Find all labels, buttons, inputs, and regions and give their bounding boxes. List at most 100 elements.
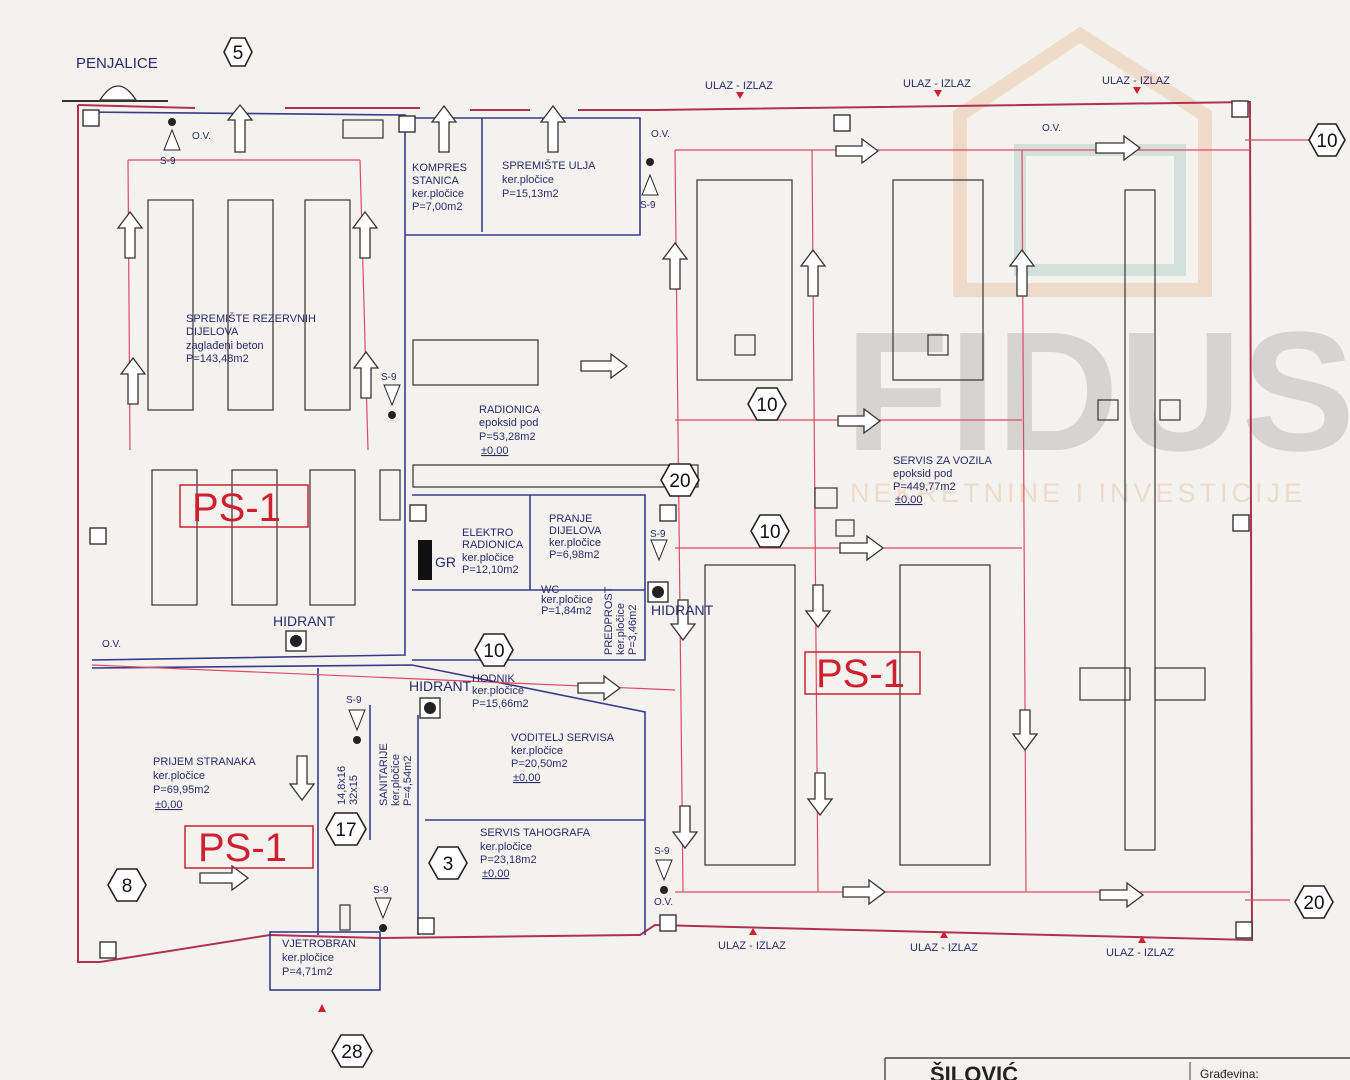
columns: [82, 100, 1253, 959]
marker-8: 8: [107, 868, 147, 902]
svg-text:3: 3: [443, 854, 454, 875]
room-floor: epoksid pod: [479, 417, 538, 429]
svg-text:5: 5: [233, 43, 244, 64]
room-area: P=15,13m2: [502, 188, 559, 200]
room-name: WC: [541, 584, 559, 596]
watermark-brand: FIDUS: [845, 297, 1350, 487]
stairs-dim: 14,8x16: [336, 766, 348, 805]
titleblock-name: ŠILOVIĆ: [930, 1062, 1018, 1080]
hidrant-label-1: HIDRANT: [273, 613, 336, 629]
room-predprost: PREDPROST ker.pločice P=3,46m2: [603, 586, 639, 655]
svg-text:20: 20: [669, 471, 690, 492]
marker-10-hall: 10: [474, 633, 514, 667]
building-walls: [77, 100, 1254, 963]
room-voditelj: VODITELJ SERVISA ker.pločice P=20,50m2 ±…: [511, 732, 615, 784]
marker-17: 17: [325, 812, 367, 846]
storage-racks: [147, 119, 699, 931]
room-spremiste-rezervnih: SPREMIŠTE REZERVNIH DIJELOVA zaglađeni b…: [186, 312, 316, 365]
gr-label: GR: [435, 554, 456, 570]
room-floor: ker.pločice: [390, 754, 402, 806]
room-prijem: PRIJEM STRANAKA ker.pločice P=69,95m2 ±0…: [153, 756, 256, 811]
entrance-label-4: ULAZ - IZLAZ: [718, 940, 786, 952]
penjalice-label: PENJALICE: [76, 55, 158, 72]
s9-label-4: S-9: [650, 529, 666, 540]
room-area: P=15,66m2: [472, 698, 529, 710]
room-name: PREDPROST: [603, 586, 615, 655]
room-name: SPREMIŠTE ULJA: [502, 159, 596, 172]
room-floor: ker.pločice: [282, 952, 334, 964]
ps1-label-2: PS-1: [816, 652, 905, 696]
entrance-label-2: ULAZ - IZLAZ: [903, 78, 971, 90]
room-name: KOMPRES: [412, 162, 467, 174]
room-area: P=1,84m2: [541, 605, 591, 617]
room-radionica: RADIONICA epoksid pod P=53,28m2 ±0,00: [479, 404, 541, 457]
room-name: SPREMIŠTE REZERVNIH: [186, 312, 316, 325]
room-floor: ker.pločice: [549, 537, 601, 549]
room-area: P=3,46m2: [627, 605, 639, 655]
room-floor: zaglađeni beton: [186, 340, 264, 352]
room-name: DIJELOVA: [186, 326, 239, 338]
stairs-dim: 32x15: [348, 775, 360, 805]
ov-label-2: O.V.: [651, 129, 670, 140]
s9-label-2: S-9: [640, 200, 656, 211]
room-floor: epoksid pod: [893, 468, 952, 480]
room-level: ±0,00: [481, 445, 508, 457]
room-level: ±0,00: [482, 868, 509, 880]
room-floor: ker.pločice: [615, 603, 627, 655]
room-name: RADIONICA: [462, 539, 524, 551]
marker-10-mid-upper: 10: [747, 387, 787, 421]
entrance-label-1: ULAZ - IZLAZ: [705, 80, 773, 92]
room-name: VJETROBRAN: [282, 938, 356, 950]
room-pranje: PRANJE DIJELOVA ker.pločice P=6,98m2: [549, 513, 602, 561]
room-wc: WC ker.pločice P=1,84m2: [541, 584, 593, 617]
room-vjetrobran: VJETROBRAN ker.pločice P=4,71m2: [269, 931, 381, 991]
room-name: HODNIK: [472, 673, 515, 685]
room-area: P=143,48m2: [186, 353, 249, 365]
svg-text:20: 20: [1303, 893, 1324, 914]
room-servis-vozila: SERVIS ZA VOZILA epoksid pod P=449,77m2 …: [893, 455, 992, 506]
room-name: PRANJE: [549, 513, 592, 525]
ov-labels: O.V. O.V. O.V. O.V. O.V.: [102, 123, 1061, 908]
s9-label-3: S-9: [381, 372, 397, 383]
room-area: P=4,71m2: [282, 966, 332, 978]
room-labels: SPREMIŠTE REZERVNIH DIJELOVA zaglađeni b…: [153, 159, 992, 991]
room-name: RADIONICA: [479, 404, 541, 416]
entrances: ULAZ - IZLAZ ULAZ - IZLAZ ULAZ - IZLAZ U…: [318, 75, 1174, 1012]
room-area: P=4,54m2: [402, 756, 414, 806]
room-level: ±0,00: [895, 494, 922, 506]
room-floor: ker.pločice: [412, 188, 464, 200]
s9-label-1: S-9: [160, 156, 176, 167]
s9-sensors: S-9 S-9 S-9 S-9 S-9 S-9 S-9: [160, 118, 673, 932]
hidrant-label-2: HIDRANT: [651, 602, 714, 618]
svg-text:10: 10: [1316, 131, 1337, 152]
entrance-label-3: ULAZ - IZLAZ: [1102, 75, 1170, 87]
ps1-label-3: PS-1: [198, 826, 287, 870]
room-level: ±0,00: [155, 799, 182, 811]
marker-20-right: 20: [1294, 885, 1334, 919]
room-name: SERVIS TAHOGRAFA: [480, 827, 591, 839]
room-area: P=449,77m2: [893, 481, 956, 493]
ps1-label-1: PS-1: [192, 486, 281, 530]
hydrants: HIDRANT HIDRANT HIDRANT GR: [273, 540, 714, 719]
entrance-label-5: ULAZ - IZLAZ: [910, 942, 978, 954]
room-floor: ker.pločice: [153, 770, 205, 782]
room-name: ELEKTRO: [462, 527, 514, 539]
ov-label-4: O.V.: [102, 639, 121, 650]
marker-5: 5: [223, 37, 253, 67]
marker-10-right-top: 10: [1308, 123, 1346, 157]
ov-label-3: O.V.: [1042, 123, 1061, 134]
hidrant-label-3: HIDRANT: [409, 678, 472, 694]
titleblock-gradjevina: Građevina:: [1200, 1067, 1259, 1080]
room-area: P=12,10m2: [462, 564, 519, 576]
svg-text:17: 17: [335, 820, 356, 841]
svg-text:28: 28: [341, 1042, 362, 1063]
s9-label-5: S-9: [346, 695, 362, 706]
room-name: SERVIS ZA VOZILA: [893, 455, 992, 467]
marker-10-mid-lower: 10: [750, 514, 790, 548]
room-area: P=6,98m2: [549, 549, 599, 561]
room-elektro: ELEKTRO RADIONICA ker.pločice P=12,10m2: [462, 527, 524, 576]
room-name: PRIJEM STRANAKA: [153, 756, 256, 768]
room-floor: ker.pločice: [472, 685, 524, 697]
room-area: P=20,50m2: [511, 758, 568, 770]
